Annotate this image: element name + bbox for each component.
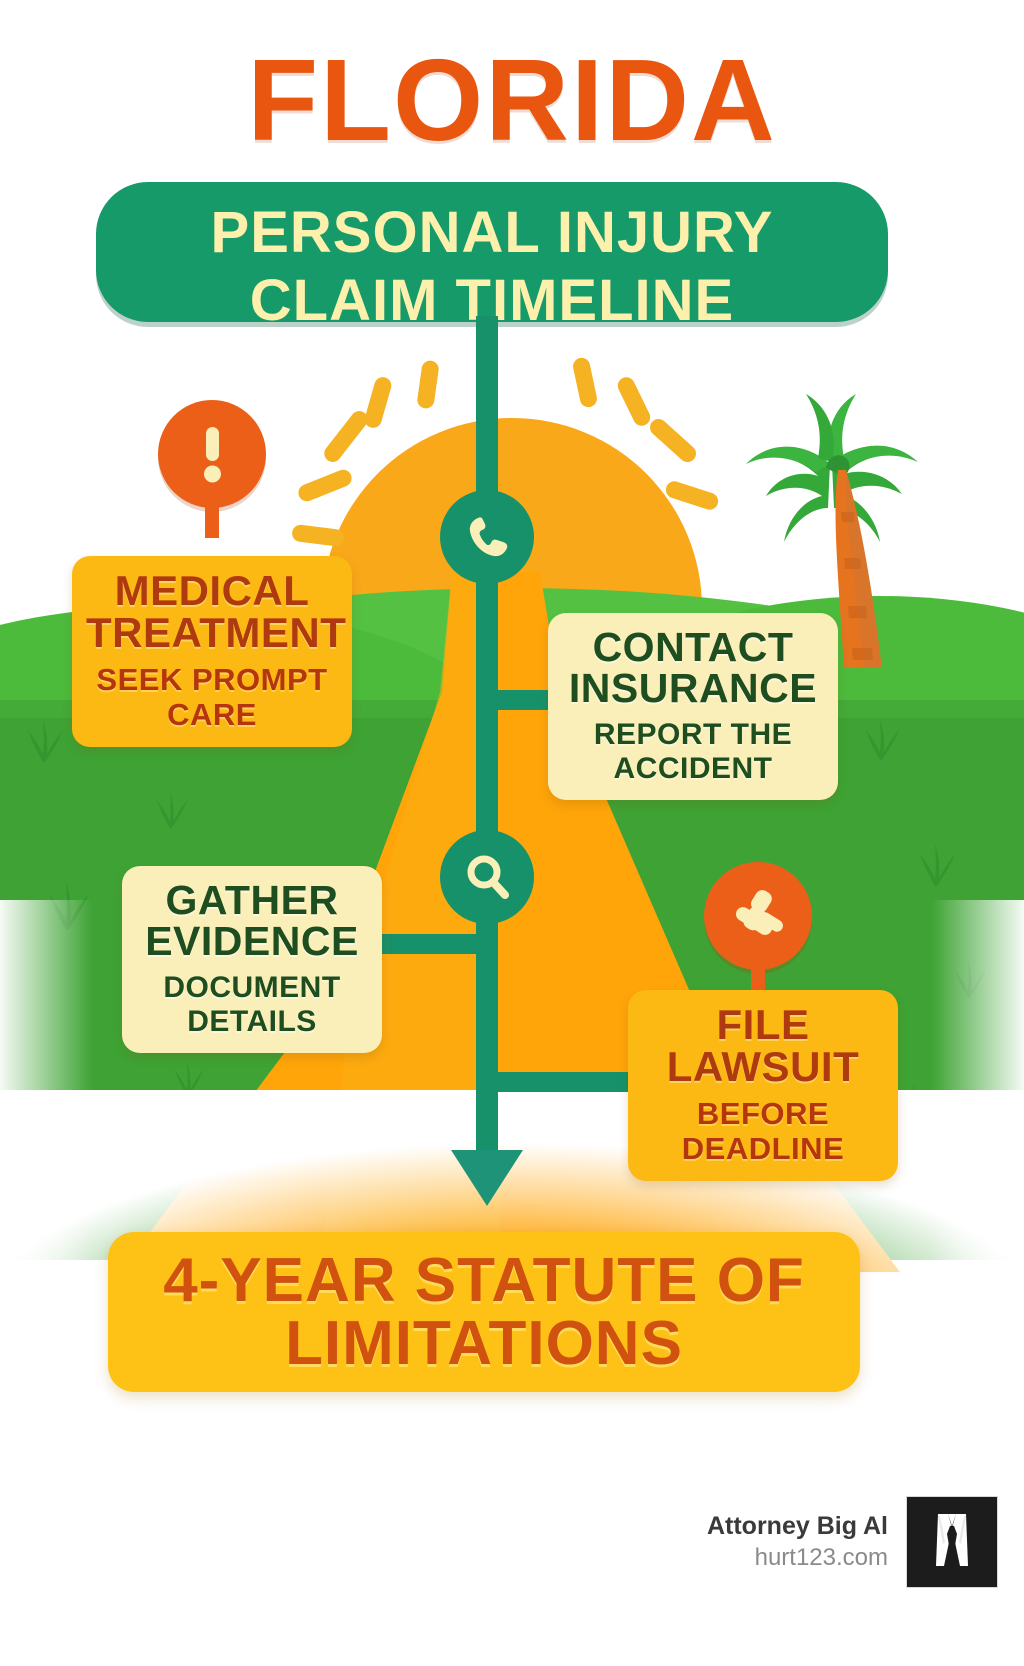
pin-stem	[205, 504, 219, 538]
sun-ray	[295, 467, 355, 504]
step-heading-line1: MEDICAL	[114, 567, 310, 614]
sun-ray	[320, 407, 372, 466]
step-heading-line2: INSURANCE	[568, 665, 818, 711]
timeline-arrow-icon	[451, 1150, 523, 1206]
step-card-medical[interactable]: MEDICAL TREATMENT SEEK PROMPT CARE	[72, 556, 352, 748]
statute-line1: 4-YEAR STATUTE OF	[163, 1245, 805, 1315]
step-heading-line2: EVIDENCE	[145, 918, 359, 964]
step-subtext-line2: CARE	[167, 696, 257, 732]
exclamation-bulb	[158, 400, 266, 508]
grass-tuft-icon	[858, 718, 902, 760]
step-subtext-line1: REPORT THE	[593, 718, 793, 751]
step-card-evidence[interactable]: GATHER EVIDENCE DOCUMENT DETAILS	[122, 866, 382, 1053]
statute-banner: 4-YEAR STATUTE OF LIMITATIONS	[108, 1232, 860, 1392]
footer: Attorney Big Al hurt123.com	[0, 1466, 1024, 1666]
grass-tuft-icon	[894, 1082, 932, 1118]
step-heading-line1: FILE	[716, 1001, 810, 1048]
phone-node	[440, 490, 534, 584]
grass-tuft-icon	[150, 790, 190, 828]
gavel-bulb	[704, 862, 812, 970]
gavel-icon	[735, 890, 783, 935]
exclamation-icon	[204, 427, 221, 483]
magnifier-node	[440, 830, 534, 924]
title-banner: PERSONAL INJURY CLAIM TIMELINE	[96, 182, 888, 330]
timeline-spine	[476, 316, 498, 1186]
step-subtext-line1: BEFORE	[696, 1096, 830, 1131]
step-subtext-line1: SEEK PROMPT	[96, 662, 328, 697]
palm-tree-icon	[712, 372, 942, 672]
footer-inner: Attorney Big Al hurt123.com	[707, 1496, 998, 1588]
grass-tuft-icon	[20, 718, 66, 762]
connector-evidence	[368, 934, 484, 954]
sun-ray	[646, 415, 700, 466]
brand-name: Attorney Big Al	[706, 1512, 888, 1541]
grass-tuft-icon	[168, 1060, 206, 1096]
suit-and-tie-logo-icon	[906, 1496, 998, 1588]
step-subtext-line2: DEADLINE	[681, 1130, 845, 1166]
sun-ray	[362, 375, 394, 430]
gavel-pin	[704, 862, 812, 1000]
step-subtext-line2: ACCIDENT	[613, 751, 773, 785]
phone-icon	[469, 517, 508, 557]
connector-lawsuit	[496, 1072, 636, 1092]
grass-tuft-icon	[40, 880, 92, 930]
page-title: FLORIDA	[247, 35, 777, 165]
step-subtext-line1: DOCUMENT	[163, 971, 341, 1004]
connector-insurance	[496, 690, 556, 710]
step-heading-line2: TREATMENT	[86, 609, 347, 656]
footer-text: Attorney Big Al hurt123.com	[707, 1511, 888, 1572]
sun-ray	[571, 356, 599, 409]
sun-ray	[614, 374, 654, 429]
step-heading-line1: CONTACT	[592, 624, 794, 670]
title-banner-line1: PERSONAL INJURY	[210, 200, 774, 265]
step-heading-line1: GATHER	[165, 877, 339, 923]
step-heading-line2: LAWSUIT	[666, 1043, 860, 1090]
grass-tuft-icon	[948, 960, 988, 998]
step-subtext-line2: DETAILS	[187, 1004, 317, 1038]
step-card-insurance[interactable]: CONTACT INSURANCE REPORT THE ACCIDENT	[548, 613, 838, 800]
sun-ray	[291, 523, 345, 548]
step-card-lawsuit[interactable]: FILE LAWSUIT BEFORE DEADLINE	[628, 990, 898, 1182]
magnifier-icon	[467, 855, 509, 899]
website-url[interactable]: hurt123.com	[754, 1543, 888, 1571]
statute-line2: LIMITATIONS	[285, 1309, 683, 1378]
exclamation-pin	[158, 400, 266, 538]
sun-ray	[416, 359, 440, 410]
grass-tuft-icon	[912, 842, 958, 886]
